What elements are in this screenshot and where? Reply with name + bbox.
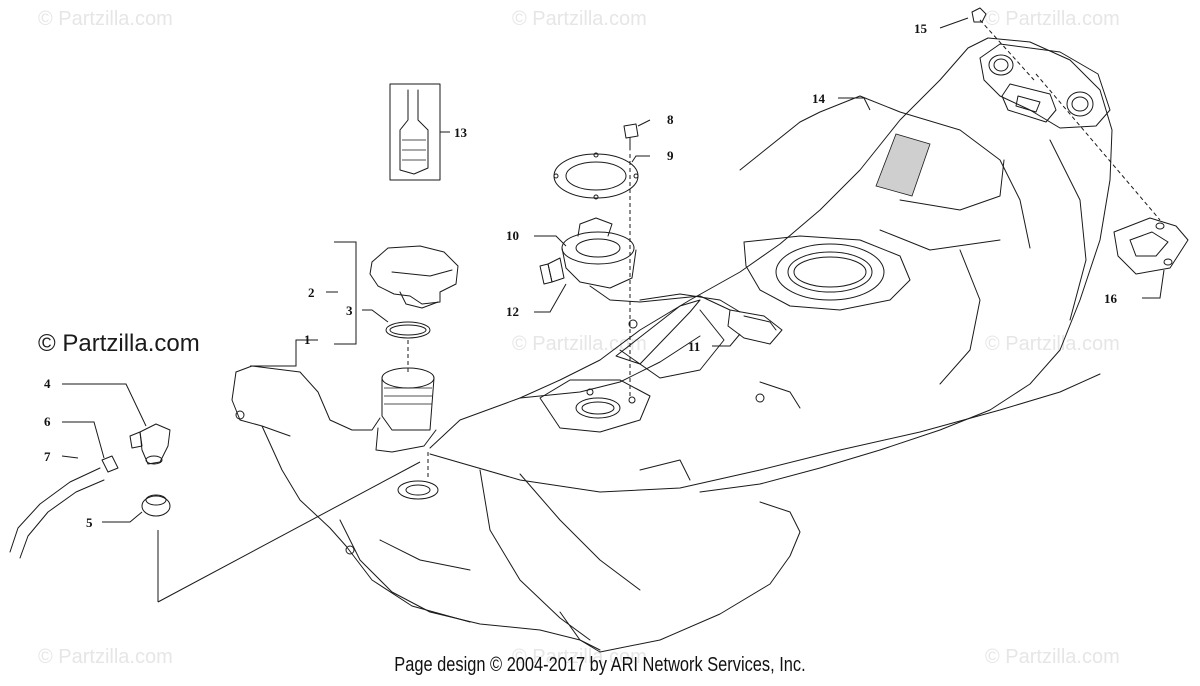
grommet (141, 494, 171, 517)
watermark: © Partzilla.com (38, 646, 173, 668)
watermark: © Partzilla.com (512, 646, 647, 668)
fuel-tank (231, 37, 1113, 653)
watermark: © Partzilla.com (38, 8, 173, 30)
callout-label: 1 (304, 332, 311, 347)
callout-label: 5 (86, 515, 93, 530)
watermark-prominent: © Partzilla.com (38, 330, 200, 357)
callout-label: 9 (667, 148, 674, 163)
callout-label: 4 (44, 376, 51, 391)
fuel-pump (539, 217, 731, 311)
callout-label: 14 (812, 91, 826, 106)
pump-gasket (553, 152, 639, 200)
watermark: © Partzilla.com (985, 646, 1120, 668)
callout-label: 13 (454, 125, 468, 140)
callout-label: 10 (506, 228, 519, 243)
hose-clamp (101, 455, 119, 473)
callout-label: 11 (688, 339, 700, 354)
float-sender (727, 309, 783, 345)
callout-label: 16 (1104, 291, 1118, 306)
callout-label: 6 (44, 414, 51, 429)
assembly-line (157, 461, 421, 603)
fuel-cap (369, 245, 459, 309)
callout-label: 3 (346, 303, 353, 318)
watermark: © Partzilla.com (512, 8, 647, 30)
nut (971, 7, 987, 23)
vent-hose (9, 467, 105, 559)
assembly-line (979, 19, 1035, 81)
filler-neck (375, 367, 437, 453)
bracket (1113, 217, 1189, 275)
harness-inset (389, 83, 441, 181)
callout-label: 2 (308, 285, 315, 300)
watermark: © Partzilla.com (985, 8, 1120, 30)
callout-label: 15 (914, 21, 928, 36)
callout-label: 12 (506, 304, 519, 319)
page-footer: Page design © 2004-2017 by ARI Network S… (394, 654, 806, 676)
o-ring (385, 321, 431, 339)
callout-label: 7 (44, 449, 51, 464)
screw (623, 123, 639, 151)
watermark: © Partzilla.com (985, 333, 1120, 355)
vent-fitting (129, 423, 171, 465)
callout-label: 8 (667, 112, 674, 127)
watermark: © Partzilla.com (512, 333, 647, 355)
assembly-line (1035, 73, 1161, 221)
